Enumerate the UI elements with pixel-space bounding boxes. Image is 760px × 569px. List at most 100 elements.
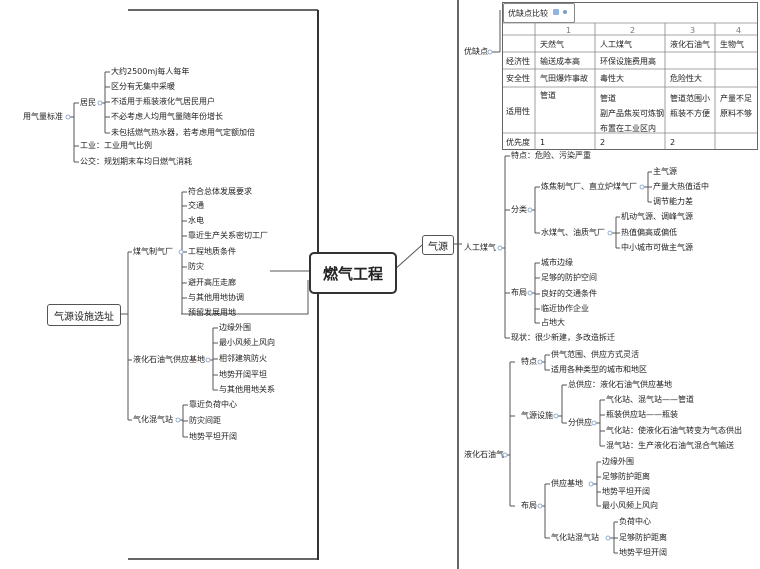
classification-node[interactable]: 分类: [511, 205, 527, 214]
table-cell: 危险性大: [670, 74, 702, 83]
artificial-feature: 特点：危险、污染严重: [511, 151, 591, 160]
lpg-base-item: 地势开阔平坦: [219, 370, 267, 379]
artificial-layout-item: 足够的防护空间: [541, 273, 597, 282]
lpg-node[interactable]: 液化石油气: [464, 450, 504, 459]
lpg-distribution-item: 混气站：生产液化石油气混合气输送: [606, 441, 734, 450]
table-cell: 管道 副产品焦炭可炼钢 布置在工业区内: [600, 94, 664, 133]
resident-item: 区分有无集中采暖: [111, 82, 175, 91]
artificial-status: 现状：很少新建，多改造拆迁: [511, 333, 615, 342]
lpg-base-supply-item: 最小风频上风向: [602, 501, 658, 510]
artificial-layout-item: 良好的交通条件: [541, 289, 597, 298]
table-header: 液化石油气: [670, 40, 710, 49]
coke-plant-node[interactable]: 炼焦制气厂、直立炉煤气厂: [541, 182, 637, 191]
table-collapse-icon: [563, 10, 567, 14]
table-cell: 毒性大: [600, 74, 624, 83]
gas-plant-item: 符合总体发展要求: [188, 187, 252, 196]
resident-item: 未包括燃气热水器，若考虑用气定额加倍: [111, 128, 255, 137]
table-note-icon: [553, 9, 559, 15]
gas-plant-item: 交通: [188, 201, 204, 210]
siting-topic[interactable]: 气源设施选址: [47, 304, 121, 326]
lpg-base-node[interactable]: 液化石油气供应基地: [133, 355, 205, 364]
resident-item: 不必考虑人均用气量随年份增长: [111, 112, 223, 121]
lpg-facility-node[interactable]: 气源设施: [521, 411, 553, 420]
gas-plant-item: 工程地质条件: [188, 247, 236, 256]
pros-cons-table: 优缺点比较 1 2 3 4 天然气 人工煤气 液化石油气 生物气 经济性 输送成…: [502, 2, 758, 150]
gas-source-topic[interactable]: 气源: [422, 235, 454, 255]
artificial-layout-item: 占地大: [541, 318, 565, 327]
lpg-base-item: 边缘外围: [219, 323, 251, 332]
water-gas-item: 热值偏高或偏低: [621, 228, 677, 237]
mix-station-node[interactable]: 气化混气站: [133, 415, 173, 424]
lpg-base-supply-node[interactable]: 供应基地: [551, 479, 583, 488]
col-number: 1: [566, 26, 572, 35]
center-topic[interactable]: 燃气工程: [309, 252, 397, 294]
table-cell: 环保设施费用高: [600, 57, 656, 66]
lpg-layout-node[interactable]: 布局: [521, 501, 537, 510]
lpg-base-supply-item: 足够防护距离: [602, 472, 650, 481]
artificial-layout-item: 城市边缘: [541, 258, 573, 267]
lpg-distribution-node[interactable]: 分供应: [568, 418, 592, 427]
table-cell: 2: [600, 138, 606, 147]
lpg-distribution-item: 气化站：使液化石油气转变为气态供出: [606, 426, 742, 435]
gas-plant-node[interactable]: 煤气制气厂: [133, 247, 173, 256]
lpg-station-item: 足够防护距离: [619, 533, 667, 542]
gas-plant-item: 靠近生产关系密切工厂: [188, 231, 268, 240]
table-header: 人工煤气: [600, 40, 632, 49]
resident-item: 不适用于瓶装液化气居民用户: [111, 97, 215, 106]
artificial-gas-node[interactable]: 人工煤气: [464, 243, 496, 252]
water-gas-item: 机动气源、调峰气源: [621, 212, 693, 221]
col-number: 3: [690, 26, 696, 35]
gas-plant-item: 防灾: [188, 262, 204, 271]
table-row-label: 经济性: [506, 57, 530, 66]
gas-plant-item: 避开高压走廊: [188, 278, 236, 287]
table-header: 生物气: [720, 40, 744, 49]
table-row-label: 优先度: [506, 138, 530, 147]
gas-plant-item: 预留发展用地: [188, 308, 236, 317]
mix-station-item: 靠近负荷中心: [189, 400, 237, 409]
artificial-layout-item: 临近协作企业: [541, 304, 589, 313]
col-number: 2: [630, 26, 636, 35]
lpg-distribution-item: 气化站、混气站——管道: [606, 395, 694, 404]
table-cell: 1: [540, 138, 546, 147]
lpg-total-supply: 总供应：液化石油气供应基地: [568, 380, 672, 389]
mix-station-item: 地势平坦开阔: [189, 432, 237, 441]
table-cell: 2: [670, 138, 676, 147]
col-number: 4: [736, 26, 742, 35]
resident-node[interactable]: 居民: [80, 98, 96, 107]
lpg-feature-node[interactable]: 特点: [521, 357, 537, 366]
lpg-feature-item: 适用各种类型的城市和地区: [551, 365, 647, 374]
pros-cons-node[interactable]: 优缺点: [464, 47, 488, 56]
water-gas-node[interactable]: 水煤气、油质气厂: [541, 228, 605, 237]
lpg-station-item: 负荷中心: [619, 517, 651, 526]
table-title: 优缺点比较: [508, 9, 548, 18]
lpg-feature-item: 供气范围、供应方式灵活: [551, 350, 639, 359]
table-cell: 气田爆炸事故: [540, 74, 588, 83]
table-row-label: 适用性: [506, 107, 530, 116]
water-gas-item: 中小城市可做主气源: [621, 243, 693, 252]
table-title-box: [503, 3, 575, 23]
lpg-distribution-item: 瓶装供应站——瓶装: [606, 410, 678, 419]
gas-plant-item: 与其他用地协调: [188, 293, 244, 302]
industry-node[interactable]: 工业：工业用气比例: [80, 141, 152, 150]
coke-item: 调节能力差: [653, 197, 693, 206]
lpg-base-supply-item: 地势平坦开阔: [602, 487, 650, 496]
lpg-station-item: 地势平坦开阔: [619, 548, 667, 557]
lpg-base-item: 与其他用地关系: [219, 385, 275, 394]
gas-plant-item: 水电: [188, 216, 204, 225]
coke-item: 主气源: [653, 167, 677, 176]
transit-node[interactable]: 公交：规划期末车均日燃气消耗: [80, 157, 192, 166]
coke-item: 产量大热值适中: [653, 182, 709, 191]
resident-item: 大约2500mj每人每年: [111, 67, 190, 76]
lpg-base-item: 最小风频上风向: [219, 338, 275, 347]
table-row-label: 安全性: [506, 74, 530, 83]
usage-standard-node[interactable]: 用气量标准: [23, 112, 63, 121]
artificial-layout-node[interactable]: 布局: [511, 288, 527, 297]
table-cell: 产量不足 原料不够: [720, 94, 752, 118]
table-cell: 输送成本高: [540, 57, 580, 66]
lpg-station-node[interactable]: 气化站混气站: [551, 533, 599, 542]
table-cell: 管道范围小 瓶装不方便: [670, 94, 710, 118]
lpg-base-item: 相邻建筑防火: [219, 354, 267, 363]
lpg-base-supply-item: 边缘外围: [602, 457, 634, 466]
table-cell: 管道: [540, 91, 556, 100]
mix-station-item: 防灾间距: [189, 416, 221, 425]
